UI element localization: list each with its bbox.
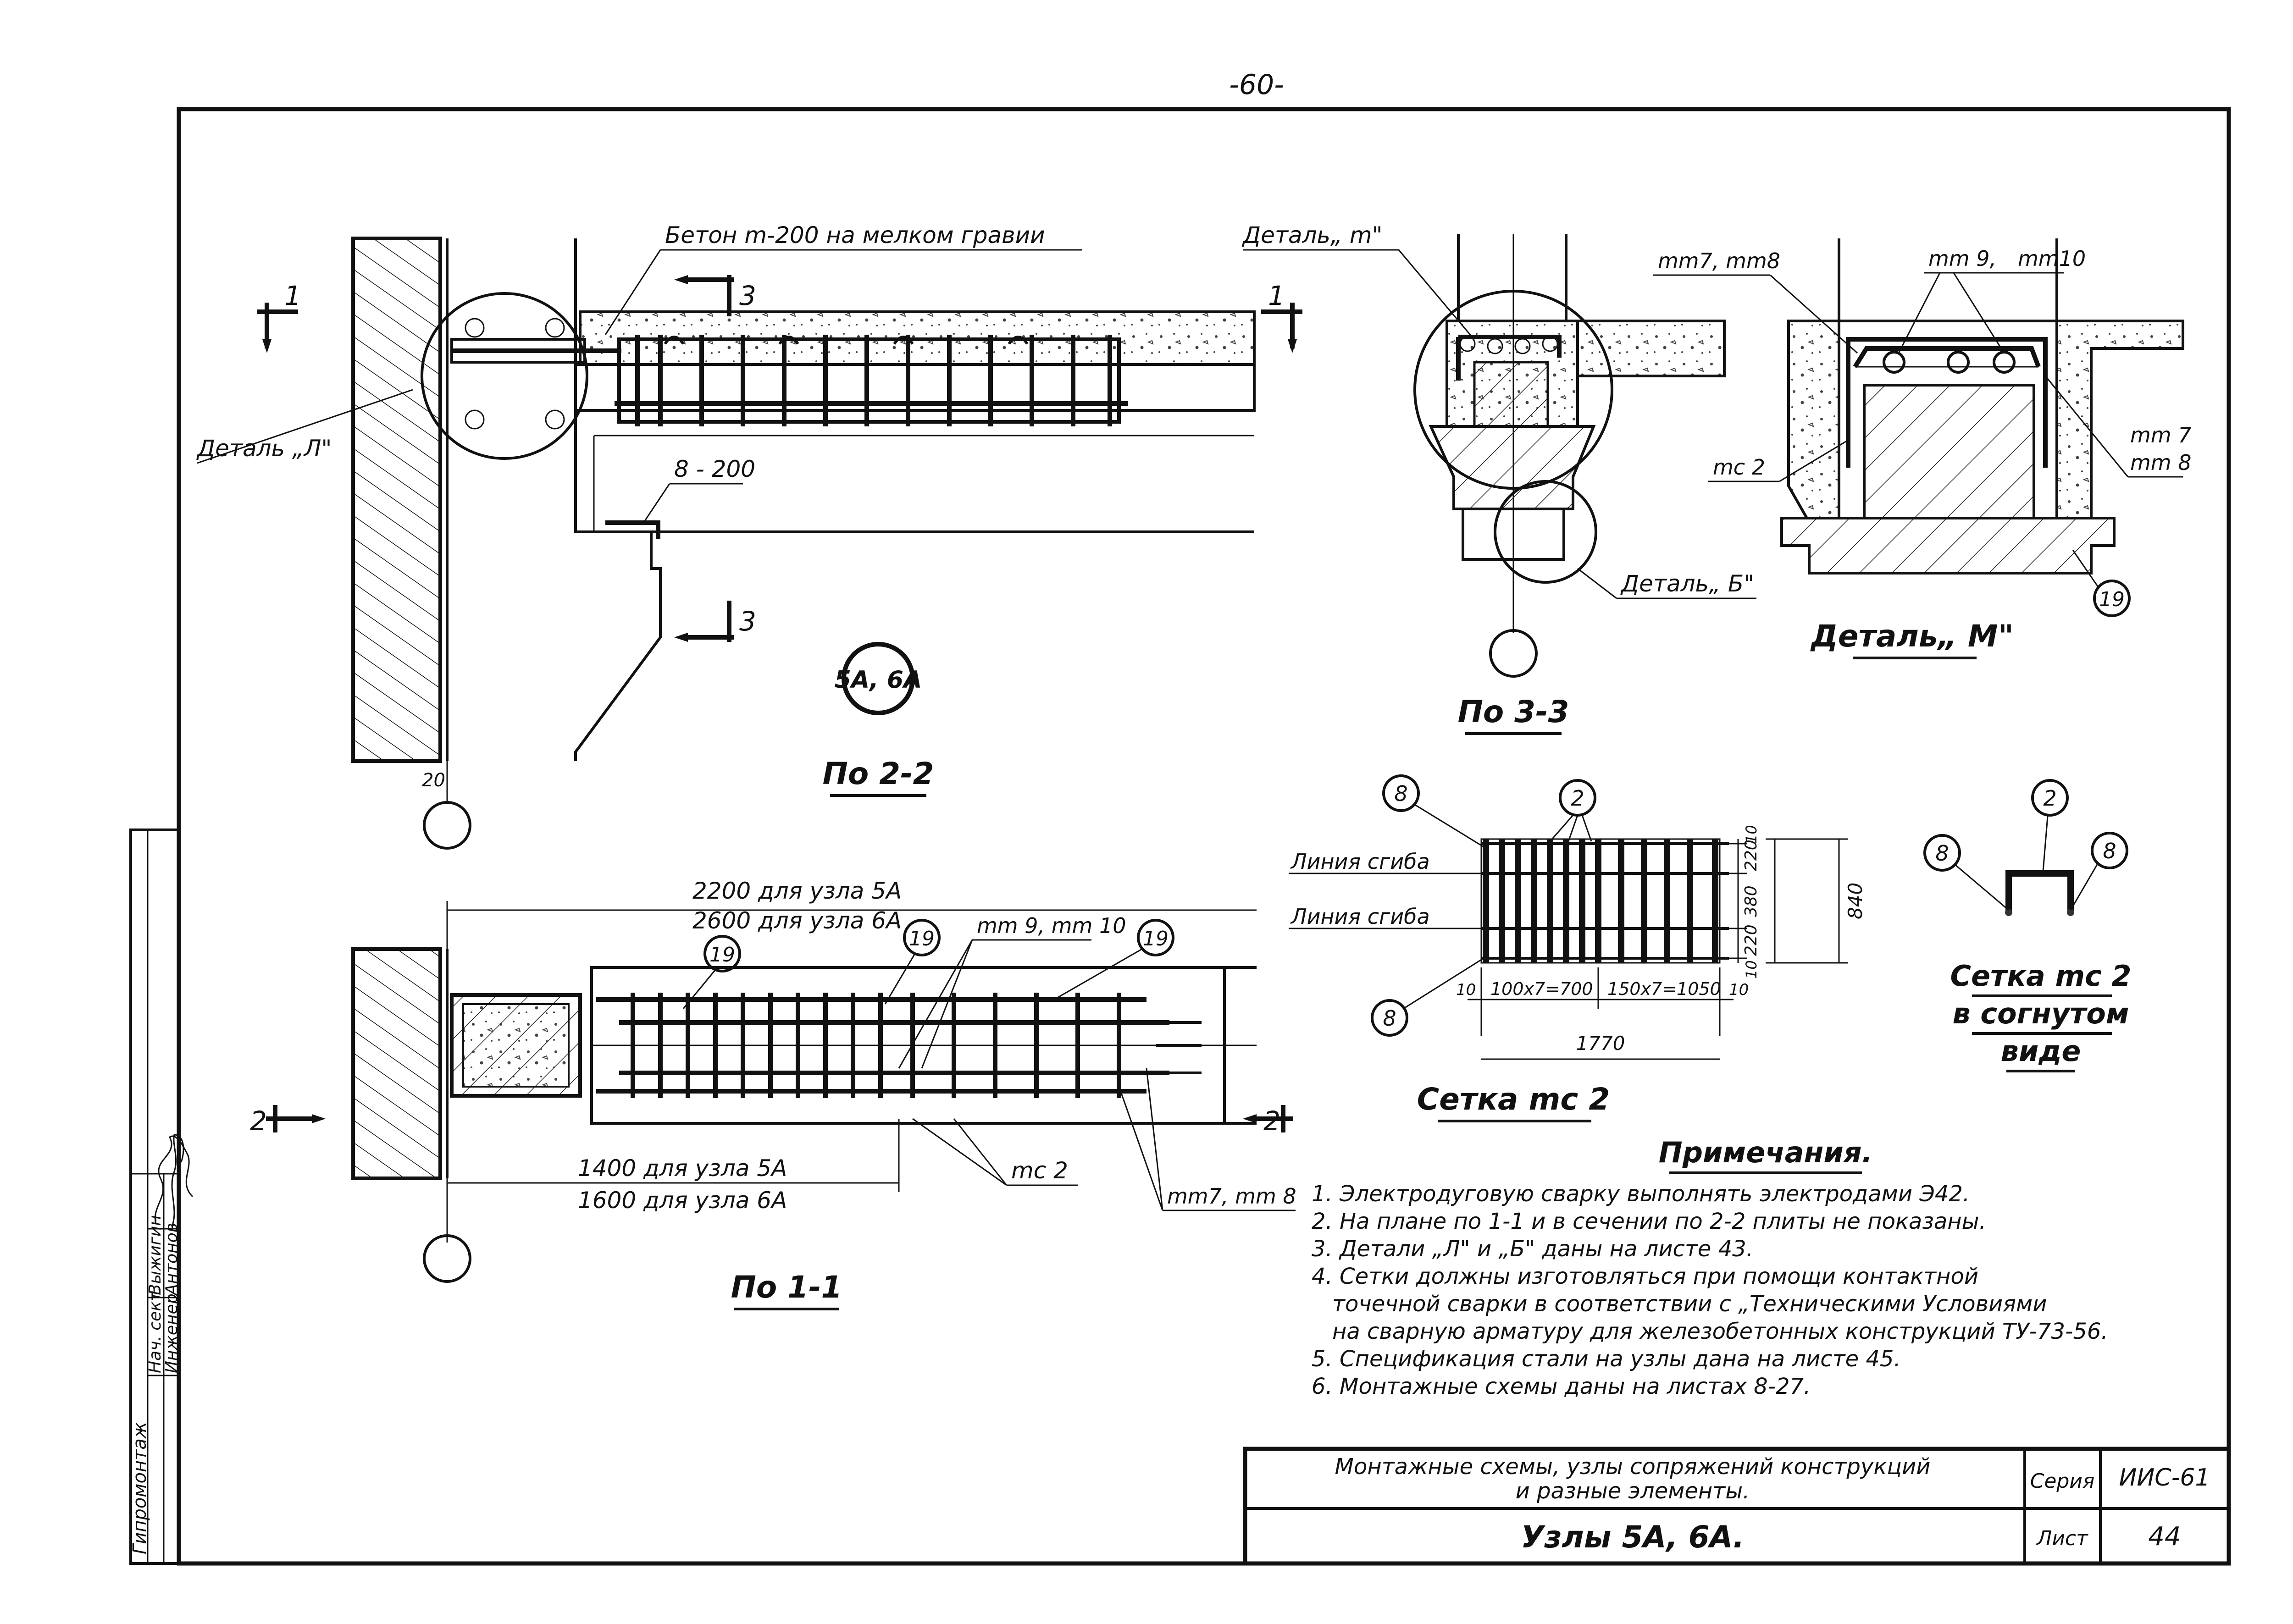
dim-top-2: 2600 для узла 6А: [692, 907, 902, 934]
bend-line-2: Линия сгиба: [1290, 904, 1430, 929]
tb-series-label: Серия: [2030, 1469, 2095, 1493]
section-1-1: 2200 для узла 5А 2600 для узла 6А 1400 д…: [250, 878, 1296, 1310]
section-1-1-title: По 1-1: [731, 1270, 842, 1305]
s11-ref-19-b: 19: [909, 927, 935, 950]
note-2: 2. На плане по 1-1 и в сечении по 2-2 пл…: [1312, 1209, 1986, 1234]
bent-title-2: в согнутом: [1952, 997, 2129, 1030]
detail-m-title: Деталь„ М": [1810, 619, 2014, 654]
tb-sheet-label: Лист: [2036, 1527, 2088, 1550]
tb-heading-2: и разные элементы.: [1516, 1478, 1750, 1504]
title-block: Монтажные схемы, узлы сопряжений констру…: [1243, 1447, 2231, 1566]
section-3-3: Деталь„ m" Деталь„ Б" По 3-3: [1242, 222, 1756, 735]
page-number: -60-: [1229, 69, 1284, 101]
mesh-ref-8-top: 8: [1394, 781, 1407, 806]
tb-sheet-title: Узлы 5А, 6А.: [1521, 1519, 1744, 1555]
tb-series-value: ИИС-61: [2119, 1464, 2210, 1491]
tb-heading-1: Монтажные схемы, узлы сопряжений констру…: [1335, 1454, 1931, 1480]
bent-ref-2: 2: [2043, 786, 2056, 811]
node-label: 5А, 6А: [835, 666, 922, 694]
mesh-ref-2: 2: [1571, 786, 1584, 811]
section-2-2: 1 1 3 3 Бетон m-200 на мелком гравии Дет…: [196, 222, 1302, 850]
stamp-org: Гипромонтаж: [129, 1422, 150, 1554]
mesh-dim-220b: 220: [1742, 924, 1761, 956]
bent-ref-8a: 8: [1935, 841, 1949, 866]
note-1: 1. Электродуговую сварку выполнять элект…: [1312, 1181, 1970, 1207]
mesh-dim-100x7: 100х7=700: [1490, 979, 1593, 999]
cut-2-left: 2: [250, 1105, 267, 1137]
dim-top-1: 2200 для узла 5А: [692, 878, 902, 904]
mesh-mc2-bent: 2 8 8 Сетка mc 2 в согнутом виде: [1923, 779, 2132, 1072]
dim-20: 20: [422, 770, 445, 791]
bend-line-1: Линия сгиба: [1290, 849, 1430, 874]
bent-title-1: Сетка mc 2: [1950, 959, 2131, 993]
stamp-row1-role: Нач. сект.: [146, 1287, 165, 1373]
mesh-dim-150x7: 150х7=1050: [1607, 979, 1721, 999]
dm-mt7-right: mm 7: [2130, 423, 2192, 447]
mesh-ref-8-bot: 8: [1383, 1006, 1396, 1031]
dm-ref-19: 19: [2099, 588, 2125, 611]
bent-title-3: виде: [2001, 1034, 2081, 1068]
cut-3-bottom: 3: [739, 606, 756, 637]
tb-sheet-value: 44: [2148, 1522, 2181, 1552]
side-stamp: Гипромонтаж Нач. сект. Выжигин Инженер А…: [129, 829, 194, 1565]
dm-mt10: mm10: [2018, 246, 2086, 271]
dm-mc2: mc 2: [1713, 455, 1765, 480]
signature-1: [154, 1135, 194, 1225]
dm-mt8-right: mm 8: [2130, 450, 2192, 475]
mesh-dim-220a: 220: [1742, 840, 1761, 871]
mesh-mc2: Линия сгиба Линия сгиба 10 220 380 220 1…: [1289, 774, 1867, 1122]
note-3: 3. Детали „Л" и „Б" даны на листе 43.: [1312, 1236, 1753, 1262]
stamp-row1-name: Выжигин: [146, 1215, 165, 1295]
s11-mt7-mt8: mm7, mm 8: [1167, 1184, 1296, 1209]
note-4-cont-2: на сварную арматуру для железобетонных к…: [1332, 1319, 2108, 1344]
detail-m-label: Деталь„ m": [1242, 222, 1383, 249]
bent-ref-8b: 8: [2103, 839, 2116, 863]
cut-3-top: 3: [739, 280, 756, 311]
dim-bot-2: 1600 для узла 6А: [578, 1187, 787, 1214]
mesh-dim-10a: 10: [1743, 825, 1760, 844]
mesh-dim-right10: 10: [1729, 981, 1749, 999]
dm-mt9: mm 9,: [1928, 246, 1996, 271]
notes-title: Примечания.: [1659, 1136, 1872, 1169]
mesh-dim-10b: 10: [1743, 960, 1760, 979]
detail-b-label: Деталь„ Б": [1620, 570, 1754, 597]
s11-ref-19-c: 19: [1143, 927, 1169, 950]
s11-mc2: mc 2: [1011, 1157, 1068, 1184]
section-2-2-title: По 2-2: [823, 756, 934, 791]
note-4-cont-1: точечной сварки в соответствии с „Технич…: [1332, 1291, 2047, 1317]
mesh-dim-1770: 1770: [1576, 1032, 1625, 1055]
notes: Примечания. 1. Электродуговую сварку вып…: [1312, 1136, 2108, 1399]
dim-bot-1: 1400 для узла 5А: [578, 1155, 787, 1182]
cut-1-right: 1: [1268, 280, 1285, 311]
note-6: 6. Монтажные схемы даны на листах 8-27.: [1312, 1374, 1811, 1399]
section-3-3-title: По 3-3: [1458, 694, 1569, 729]
concrete-label: Бетон m-200 на мелком гравии: [665, 222, 1045, 249]
note-5: 5. Спецификация стали на узлы дана на ли…: [1312, 1346, 1901, 1372]
mesh-title: Сетка mc 2: [1417, 1082, 1610, 1117]
cut-2-right: 2: [1263, 1105, 1280, 1137]
spacing-label: 8 - 200: [674, 456, 755, 482]
s11-ref-19-a: 19: [709, 943, 735, 967]
s11-mt9-mt10: mm 9, mm 10: [977, 913, 1126, 938]
dm-mt7-mt8: mm7, mm8: [1658, 249, 1780, 273]
mesh-dim-380: 380: [1742, 885, 1761, 917]
stamp-row2-role: Инженер: [162, 1293, 181, 1373]
mesh-dim-left10: 10: [1456, 981, 1476, 999]
stamp-row2-name: Антонов: [162, 1223, 181, 1296]
detail-l-label: Деталь „Л": [196, 435, 332, 462]
cut-1-left: 1: [284, 280, 301, 311]
detail-m: mm7, mm8 mm 9, mm10 mc 2 mm 7 mm 8 19 Де…: [1653, 238, 2192, 659]
note-4: 4. Сетки должны изготовляться при помощи…: [1312, 1264, 1978, 1289]
mesh-dim-840: 840: [1844, 883, 1867, 919]
signature-2: [171, 1134, 184, 1227]
